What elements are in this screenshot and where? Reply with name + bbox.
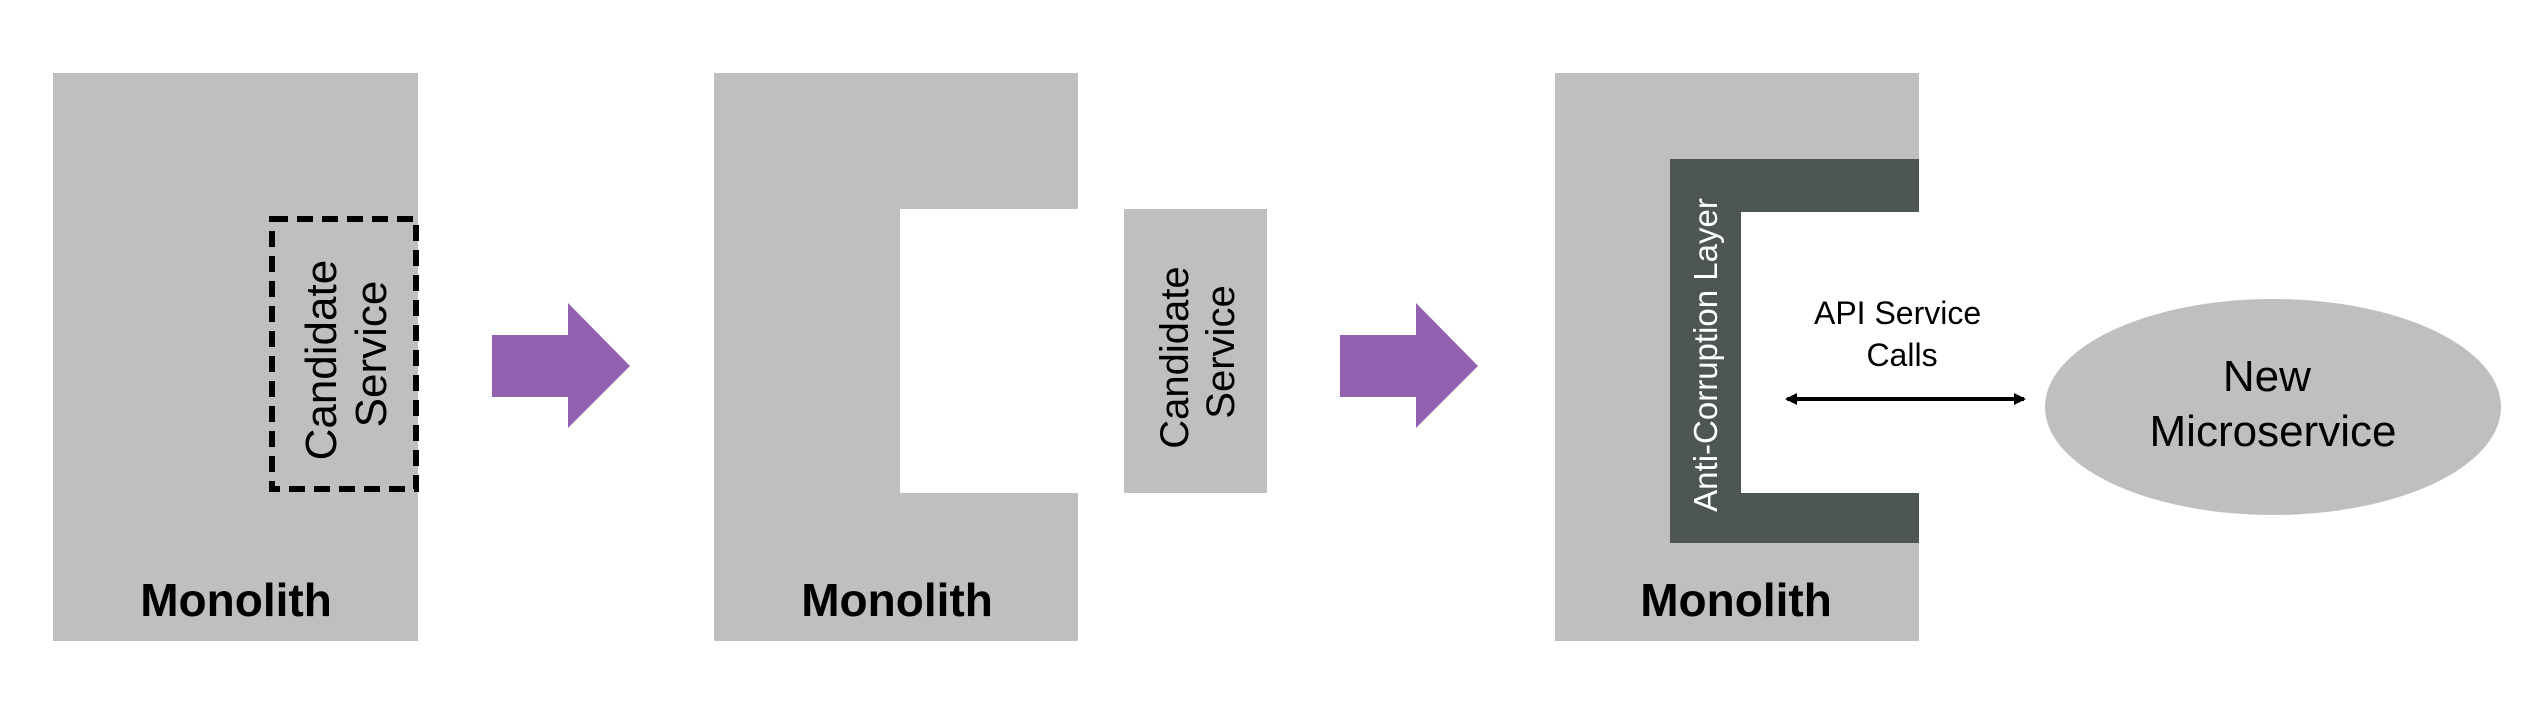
stage-1: Candidate Service Monolith: [53, 73, 419, 641]
candidate-service-line2: Service: [347, 281, 396, 428]
progress-arrow-icon: [1340, 303, 1478, 428]
candidate-service-block: [1124, 209, 1267, 493]
monolith-block-with-gap: [714, 73, 1078, 641]
stage-3: Anti-Corruption Layer Monolith API Servi…: [1555, 73, 2501, 641]
api-calls-line1: API Service: [1814, 295, 1981, 331]
monolith-label: Monolith: [140, 574, 332, 626]
new-microservice: [2045, 299, 2501, 515]
new-microservice-label: New Microservice: [2150, 352, 2397, 456]
anti-corruption-layer: [1670, 159, 1919, 543]
anti-corruption-layer-label: Anti-Corruption Layer: [1687, 198, 1724, 512]
gap-opening: [1741, 212, 1919, 493]
candidate-service-outline: [269, 216, 419, 492]
candidate-service-line1: Candidate: [297, 260, 346, 461]
monolith-label: Monolith: [1640, 574, 1832, 626]
microservice-line1: New: [2223, 352, 2311, 401]
progress-arrow-icon: [492, 303, 630, 428]
candidate-service-label: Candidate Service: [1153, 255, 1243, 449]
candidate-service-label: Candidate Service: [297, 248, 396, 461]
stage-2: Candidate Service Monolith: [714, 73, 1267, 641]
candidate-service-line2: Service: [1199, 285, 1243, 418]
microservice-line2: Microservice: [2150, 407, 2397, 456]
monolith-label: Monolith: [801, 574, 993, 626]
api-calls-line2: Calls: [1866, 337, 1937, 373]
monolith-block: [53, 73, 418, 641]
candidate-service-line1: Candidate: [1153, 266, 1197, 448]
api-service-calls-label: API Service Calls: [1814, 295, 1990, 373]
